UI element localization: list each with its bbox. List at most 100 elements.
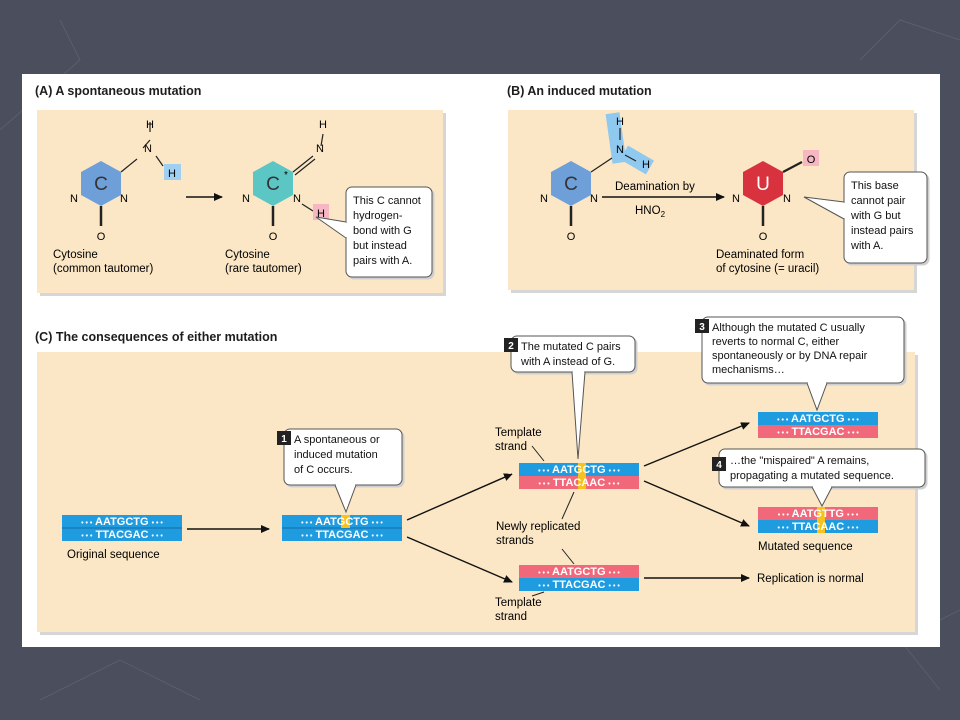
step-1-line: of C occurs. [294,464,353,476]
cytosine-rare-label-1: Cytosine [225,249,270,261]
svg-text:Although the mutated C usually: Although the mutated C usually reverts t… [712,322,870,376]
callout-b-line: with G but [850,210,901,222]
step-1-number: 1 [281,434,287,445]
atom-n: N [783,193,791,205]
atom-n: N [242,193,250,205]
template-upper-leader [531,445,545,462]
step-3-line: Although the mutated C usually [712,322,865,334]
cytosine-common-label-2: (common tautomer) [53,263,154,275]
atom-h: H [319,119,327,131]
dna-mutated-sequence: • • • AATGTTG • • • • • • TTACAAC • • • [758,507,878,533]
svg-text:…the "mispaired" A remains,: …the "mispaired" A remains, propagating … [730,455,894,482]
svg-text:• • • TTACGAC • • •: • • • TTACGAC • • • [81,529,163,541]
star-label: * [284,170,288,181]
diagram-drawing: C H N H N N O Cytosine (common tautomer)… [53,112,928,623]
template-strand-upper-label: Template strand [495,427,545,453]
atom-n: N [590,193,598,205]
step-3-line: mechanisms… [712,364,785,376]
dna-original: • • • AATGCTG • • • • • • TTACGAC • • • [62,515,182,541]
original-sequence-label: Original sequence [67,549,160,561]
newly-replicated-label: Newly replicated strands [496,521,584,547]
step-4-number: 4 [716,460,722,471]
atom-n: N [316,143,324,155]
cytosine-common-molecule: C H N H N N O [70,119,181,243]
panel-c-title: (C) The consequences of either mutation [35,330,278,344]
base-cstar-label: C [266,174,280,195]
callout-b-line: This base [851,180,899,192]
step-1-line: induced mutation [294,449,378,461]
template-lower-leader [531,591,545,597]
svg-text:This base cannot pair: This base cannot pair with G but instead… [850,180,916,252]
callout-b-line: instead pairs [851,225,914,237]
template-strand-lower-label: Template strand [495,597,545,623]
step-3-callout: 3 Although the mutated C usually reverts… [695,316,905,412]
atom-h: H [616,116,624,128]
cytosine-rare-molecule: C * H N N N H O [242,119,329,243]
atom-h-highlight: H [168,168,176,180]
uracil-molecule: U O N N O [732,150,819,243]
step-2-number: 2 [508,341,514,352]
panel-b-title: (B) An induced mutation [507,84,652,98]
atom-n: N [540,193,548,205]
atom-o-highlight: O [807,154,816,166]
svg-text:• • • AATGCTG • • •: • • • AATGCTG • • • [777,413,859,425]
atom-h: H [642,159,650,171]
callout-b-line: cannot pair [851,195,906,207]
svg-text:• • • TTACGAC • • •: • • • TTACGAC • • • [777,426,859,438]
callout-a-line: but instead [353,240,407,252]
atom-n: N [293,193,301,205]
callout-a: This C cannot hydrogen- bond with G but … [315,186,433,278]
uracil-label-2: of cytosine (= uracil) [716,263,819,275]
callout-b-line: with A. [850,240,883,252]
step-4-line: propagating a mutated sequence. [730,470,894,482]
dna-replicated-mispaired: • • • AATGCTG • • • • • • TTACAAC • • • [519,463,639,489]
deamination-label: Deamination by [615,181,695,193]
step-1-line: A spontaneous or [294,434,380,446]
replication-normal-label: Replication is normal [757,573,864,585]
atom-n: N [70,193,78,205]
svg-text:The mutated C pairs wi: The mutated C pairs with A instead of G. [520,341,624,368]
step-3-number: 3 [699,322,705,333]
newly-leader-up [561,491,575,520]
arrow-to-mutated [643,480,750,527]
atom-o: O [567,231,576,243]
step-3-line: reverts to normal C, either [712,336,839,348]
base-u-label: U [756,174,770,195]
callout-a-line: pairs with A. [353,255,412,267]
figure: (A) A spontaneous mutation (B) An induce… [22,74,940,647]
panel-c [37,352,915,632]
callout-a-line: bond with G [353,225,412,237]
svg-text:• • • AATGCTG • • •: • • • AATGCTG • • • [538,464,620,476]
uracil-label-1: Deaminated form [716,249,804,261]
arrow-to-reverted [643,422,750,467]
atom-o: O [269,231,278,243]
mutated-sequence-label: Mutated sequence [758,541,853,553]
svg-text:This C cannot hydrogen: This C cannot hydrogen- bond with G but … [353,195,424,267]
svg-text:• • • AATGTTG • • •: • • • AATGTTG • • • [778,508,859,520]
arrow-upper-replication [406,473,513,521]
atom-h: H [146,119,154,131]
dna-reverted: • • • AATGCTG • • • • • • TTACGAC • • • [758,412,878,438]
atom-n: N [732,193,740,205]
base-c-b-label: C [564,174,578,195]
atom-n: N [144,143,152,155]
atom-h-highlight: H [317,208,325,220]
step-4-line: …the "mispaired" A remains, [730,455,869,467]
step-1-callout: 1 A spontaneous or induced mutation of C… [277,428,403,514]
svg-text:• • • TTACAAC • • •: • • • TTACAAC • • • [778,521,860,533]
newly-leader-down [561,548,575,565]
panel-a-title: (A) A spontaneous mutation [35,84,202,98]
step-4-callout: 4 …the "mispaired" A remains, propagatin… [712,448,926,508]
step-2-line: The mutated C pairs [521,341,621,353]
callout-b: This base cannot pair with G but instead… [803,171,928,264]
callout-a-line: hydrogen- [353,210,403,222]
step-3-line: spontaneously or by DNA repair [712,350,868,362]
svg-text:• • • AATGCTG • • •: • • • AATGCTG • • • [301,516,383,528]
cytosine-molecule-b: C H N H N N O [540,112,654,243]
svg-text:• • • AATGCTG • • •: • • • AATGCTG • • • [81,516,163,528]
svg-text:• • • TTACAAC • • •: • • • TTACAAC • • • [539,477,621,489]
cytosine-common-label-1: Cytosine [53,249,98,261]
base-c-label: C [94,174,108,195]
reagent-label: HNO2 [635,205,666,219]
arrow-lower-replication [406,536,513,583]
